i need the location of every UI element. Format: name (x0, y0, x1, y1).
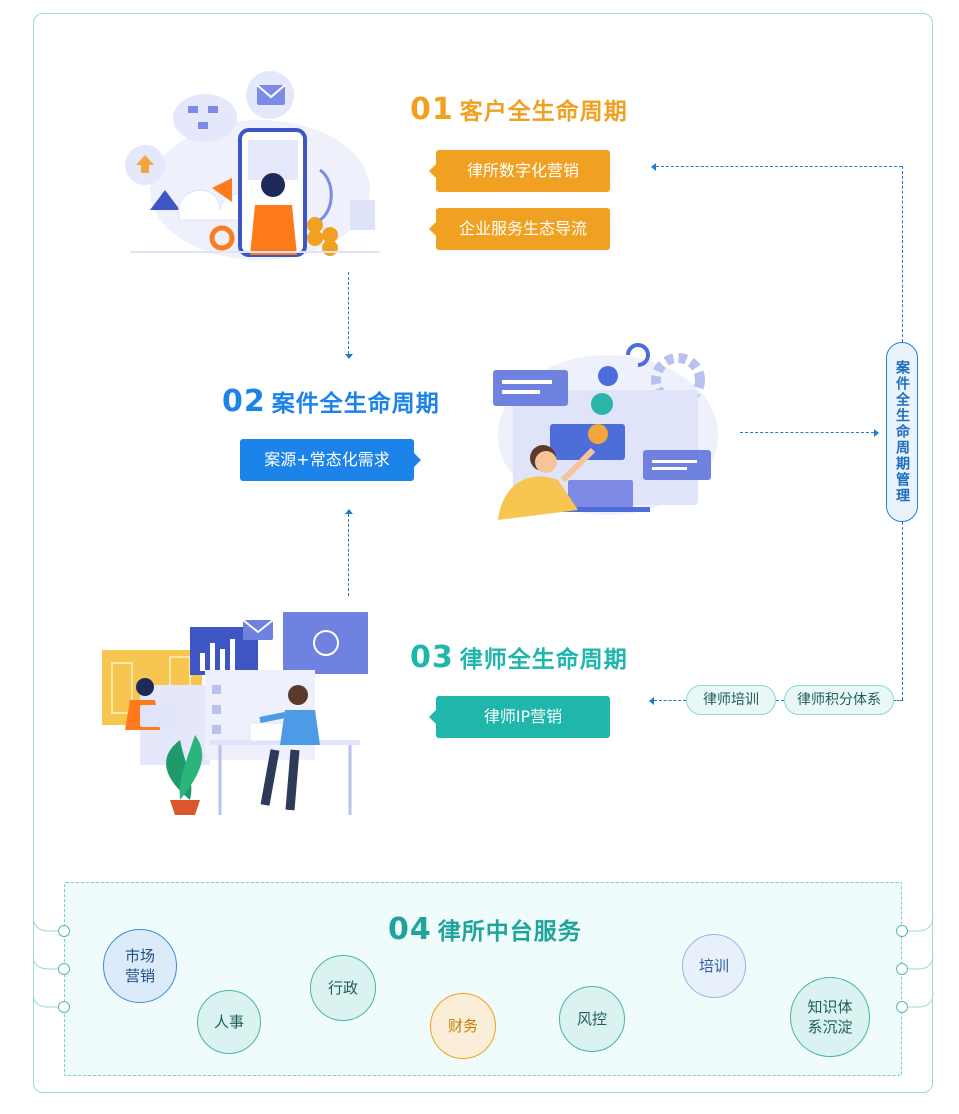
illustration-office-work (100, 605, 370, 820)
section1-title-text: 客户全生命周期 (459, 99, 628, 125)
outer-frame (33, 13, 933, 1093)
circle-finance: 财务 (430, 993, 496, 1059)
circle-admin-label: 行政 (327, 979, 358, 997)
left-port-3 (58, 1001, 70, 1013)
circle-market-marketing: 市场营销 (103, 929, 177, 1003)
tag-lawyer-ip: 律师IP营销 (429, 696, 610, 738)
pill-lawyer-points: 律师积分体系 (784, 685, 894, 715)
circle-hr: 人事 (197, 990, 261, 1054)
connector-pills-s3 (649, 697, 686, 705)
connector-s3-s2 (345, 509, 353, 596)
circle-risk-control-label: 风控 (576, 1010, 607, 1028)
left-port-1 (58, 925, 70, 937)
section4-number: 04 (388, 912, 432, 947)
connector-s2-side (740, 429, 879, 437)
tag-digital-marketing: 律所数字化营销 (429, 150, 610, 192)
tag-case-source: 案源+常态化需求 (240, 439, 421, 481)
section1-number: 01 (410, 92, 454, 127)
star-icon (588, 424, 608, 444)
section2-number: 02 (222, 384, 266, 419)
circle-training: 培训 (682, 934, 746, 998)
gear-icon (651, 353, 705, 407)
circle-finance-label: 财务 (447, 1017, 478, 1035)
circle-hr-label: 人事 (213, 1013, 244, 1031)
connector-side-bottom (902, 522, 903, 700)
illustration-laptop-developer (488, 340, 718, 525)
chain-link-icon (313, 630, 339, 656)
right-port-3 (896, 1001, 908, 1013)
connector-pills (776, 700, 784, 701)
circle-admin: 行政 (310, 955, 376, 1021)
circle-risk-control: 风控 (559, 986, 625, 1052)
left-port-2 (58, 963, 70, 975)
connector-s1-s2 (345, 272, 353, 359)
illustration-megaphone (110, 70, 390, 265)
circle-market-marketing-label: 市场营销 (124, 947, 155, 985)
tag-enterprise-diversion: 企业服务生态导流 (429, 208, 610, 250)
section3-number: 03 (410, 640, 454, 675)
connector-side-pills (893, 700, 903, 701)
left-port-lines (32, 914, 65, 1015)
right-port-2 (896, 963, 908, 975)
section3-title-text: 律师全生命周期 (459, 647, 628, 673)
connector-side-s1 (651, 163, 902, 171)
side-label-case-management: 案件全生命周期管理 (886, 342, 918, 522)
connector-side-top (902, 166, 903, 342)
right-port-lines (902, 914, 934, 1015)
circle-knowledge-label: 知识体系沉淀 (807, 998, 853, 1036)
right-port-1 (896, 925, 908, 937)
pill-lawyer-training: 律师培训 (686, 685, 776, 715)
circle-training-label: 培训 (698, 957, 729, 975)
section2-title-text: 案件全生命周期 (271, 391, 440, 417)
circle-knowledge: 知识体系沉淀 (790, 977, 870, 1057)
section4-title-text: 律所中台服务 (437, 919, 582, 945)
